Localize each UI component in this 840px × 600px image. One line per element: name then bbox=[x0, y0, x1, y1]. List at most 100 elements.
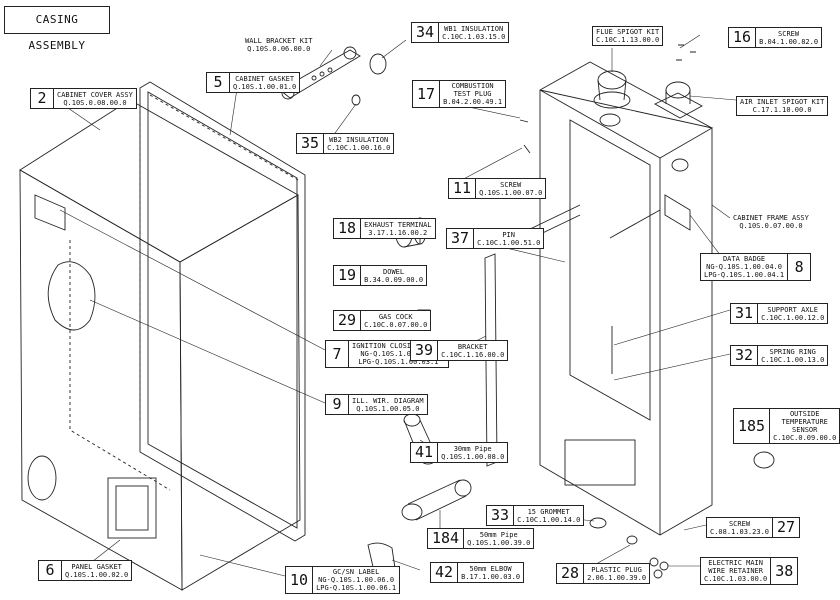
wb-insulation-drawing bbox=[351, 53, 387, 106]
part-desc: DOWEL bbox=[383, 267, 405, 276]
part-code: B.04.2.00.49.1 bbox=[443, 98, 503, 106]
part-desc: 50mm Pipe bbox=[479, 530, 518, 539]
part-code-alt: LPG-Q.10S.1.00.04.1 bbox=[704, 271, 785, 279]
part-number: 18 bbox=[334, 219, 362, 238]
part-desc: 15 GROMMET bbox=[527, 507, 570, 516]
part-desc: GAS COCK bbox=[378, 312, 413, 321]
part-desc: CABINET GASKET bbox=[235, 74, 295, 83]
grommet-drawing bbox=[589, 517, 607, 529]
part-desc: WB2 INSULATION bbox=[329, 135, 389, 144]
part-number: 33 bbox=[487, 506, 515, 525]
part-code: B.17.1.00.03.0 bbox=[461, 572, 521, 581]
part-code: 3.17.1.16.00.2 bbox=[368, 228, 428, 237]
callout-code: C.10C.1.13.00.0 bbox=[596, 36, 660, 44]
part-desc: COMBUSTION bbox=[451, 82, 494, 90]
pipe-50mm-drawing bbox=[401, 479, 472, 521]
part-code: Q.10S.1.00.39.0 bbox=[467, 538, 531, 547]
part-desc: SCREW bbox=[500, 180, 522, 189]
part-desc: PANEL GASKET bbox=[71, 562, 122, 571]
cabinet-cover-drawing bbox=[19, 94, 301, 591]
part-desc-2: WIRE RETAINER bbox=[708, 567, 763, 575]
part-code: NG-Q.10S.1.00.04.0 bbox=[706, 263, 782, 271]
part-number: 28 bbox=[557, 564, 585, 583]
part-code: Q.10S.1.00.01.0 bbox=[233, 82, 297, 91]
part-code: C.10C.1.00.12.0 bbox=[761, 313, 825, 322]
part-code: C.10C.0.07.00.0 bbox=[364, 320, 428, 329]
part-desc: GC/SN LABEL bbox=[332, 568, 380, 576]
part-desc-2: TEMPERATURE bbox=[781, 418, 828, 426]
part-number: 27 bbox=[772, 518, 799, 537]
exploded-assembly-drawing bbox=[19, 34, 775, 591]
part-desc-3: SENSOR bbox=[792, 426, 818, 434]
part-number: 7 bbox=[326, 341, 349, 367]
part-desc: ILL. WIR. DIAGRAM bbox=[352, 396, 424, 405]
part-desc: SCREW bbox=[728, 519, 751, 528]
part-number: 6 bbox=[39, 561, 62, 580]
part-code: Q.10S.1.00.08.0 bbox=[441, 452, 505, 461]
cabinet-gasket-drawing bbox=[139, 81, 306, 542]
part-code: Q.10S.1.00.05.0 bbox=[356, 404, 420, 413]
part-desc: PLASTIC PLUG bbox=[591, 565, 642, 574]
part-desc: IGNITION CLOSING LABEL bbox=[352, 342, 445, 350]
callout-desc: WALL BRACKET KIT bbox=[245, 37, 313, 45]
part-desc: SPRING RING bbox=[769, 347, 816, 356]
callout-code: Q.10S.0.06.00.0 bbox=[247, 45, 311, 53]
part-code: NG-Q.10S.1.00.06.0 bbox=[318, 576, 395, 584]
air-inlet-spigot-drawing bbox=[654, 81, 703, 119]
part-desc: WB1 INSULATION bbox=[444, 24, 504, 33]
part-desc: EXHAUST TERMINAL bbox=[364, 220, 432, 229]
part-number: 34 bbox=[412, 23, 440, 42]
callout-code: Q.10S.0.07.00.0 bbox=[739, 222, 803, 230]
part-code: C.10C.1.00.16.0 bbox=[327, 143, 391, 152]
part-desc: SCREW bbox=[778, 29, 800, 38]
plastic-plug-drawing bbox=[626, 535, 638, 545]
cabinet-frame-drawing bbox=[527, 61, 714, 536]
callout-desc: AIR INLET SPIGOT KIT bbox=[740, 98, 825, 106]
part-desc-2: TEST PLUG bbox=[453, 90, 492, 98]
part-number: 17 bbox=[413, 81, 441, 107]
small-screws-drawing bbox=[519, 44, 696, 154]
part-number: 11 bbox=[449, 179, 477, 198]
part-desc: 30mm Pipe bbox=[453, 444, 492, 453]
part-code: 2.06.1.00.39.0 bbox=[587, 573, 647, 582]
part-code: C.10C.1.00.51.0 bbox=[477, 238, 541, 247]
part-number: 19 bbox=[334, 266, 362, 285]
part-number: 32 bbox=[731, 346, 759, 365]
part-desc: CABINET COVER ASSY bbox=[57, 90, 133, 99]
part-number: 37 bbox=[447, 229, 475, 248]
sensor-drawing bbox=[753, 451, 775, 469]
part-desc: ELECTRIC MAIN bbox=[708, 559, 763, 567]
part-code: NG-Q.10S.1.00.03.0 bbox=[360, 350, 437, 358]
drawing-title: CASING ASSEMBLY bbox=[4, 6, 110, 52]
part-code: C.10C.1.00.14.0 bbox=[517, 515, 581, 524]
part-number: 42 bbox=[431, 563, 459, 582]
part-number: 39 bbox=[411, 341, 439, 360]
flue-spigot-drawing bbox=[593, 70, 631, 109]
part-number: 8 bbox=[787, 254, 810, 280]
part-code-alt: LPG-Q.10S.1.00.06.1 bbox=[316, 584, 397, 592]
part-desc: 50mm ELBOW bbox=[469, 564, 512, 573]
part-code: Q.10S.1.00.02.0 bbox=[65, 570, 129, 579]
